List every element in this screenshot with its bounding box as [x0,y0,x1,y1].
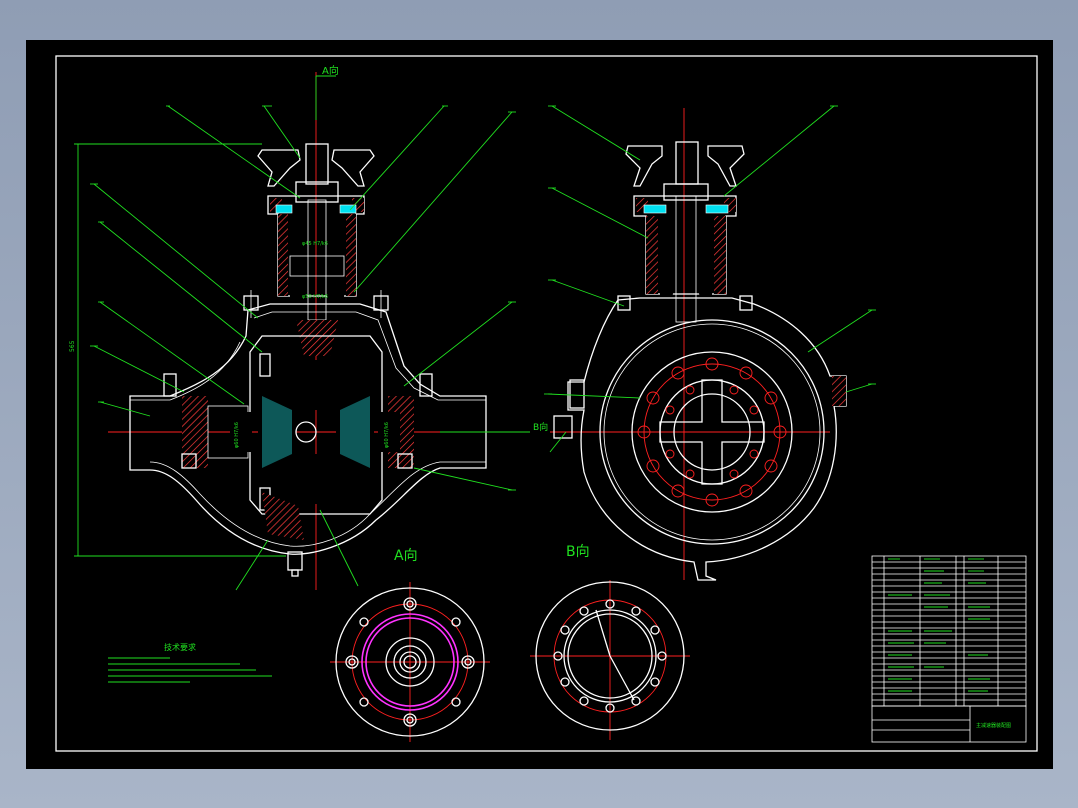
svg-text:φ60 H7/k6: φ60 H7/k6 [384,422,390,448]
section-view-left: A向 φ45 H7/k6 φ50 H7/k6 [69,64,548,591]
view-a-title: A向 [394,548,418,564]
view-b-arrow-label: B向 [533,421,548,433]
technical-requirements: 技术要求 [108,642,272,683]
parts-list: 主减速器装配图 [871,555,1027,743]
title-block-name: 主减速器装配图 [976,722,1011,729]
svg-text:φ60 H7/k6: φ60 H7/k6 [234,422,240,448]
svg-text:φ50 H7/k6: φ50 H7/k6 [302,294,328,300]
leader-lines-right [544,105,876,453]
view-a-detail: A向 [330,548,490,742]
drawing-sheet: A向 φ45 H7/k6 φ50 H7/k6 [26,40,1053,769]
inner-frame [55,55,1038,752]
view-b-detail: B向 [530,544,690,740]
view-a-arrow-label: A向 [322,64,339,77]
svg-text:φ45 H7/k6: φ45 H7/k6 [302,241,328,247]
cad-drawing: A向 φ45 H7/k6 φ50 H7/k6 [55,55,1038,752]
side-view-right [544,105,876,581]
leader-lines-left [90,105,516,591]
svg-text:565: 565 [69,340,76,352]
tech-req-title: 技术要求 [164,642,196,652]
view-b-title: B向 [566,544,590,560]
